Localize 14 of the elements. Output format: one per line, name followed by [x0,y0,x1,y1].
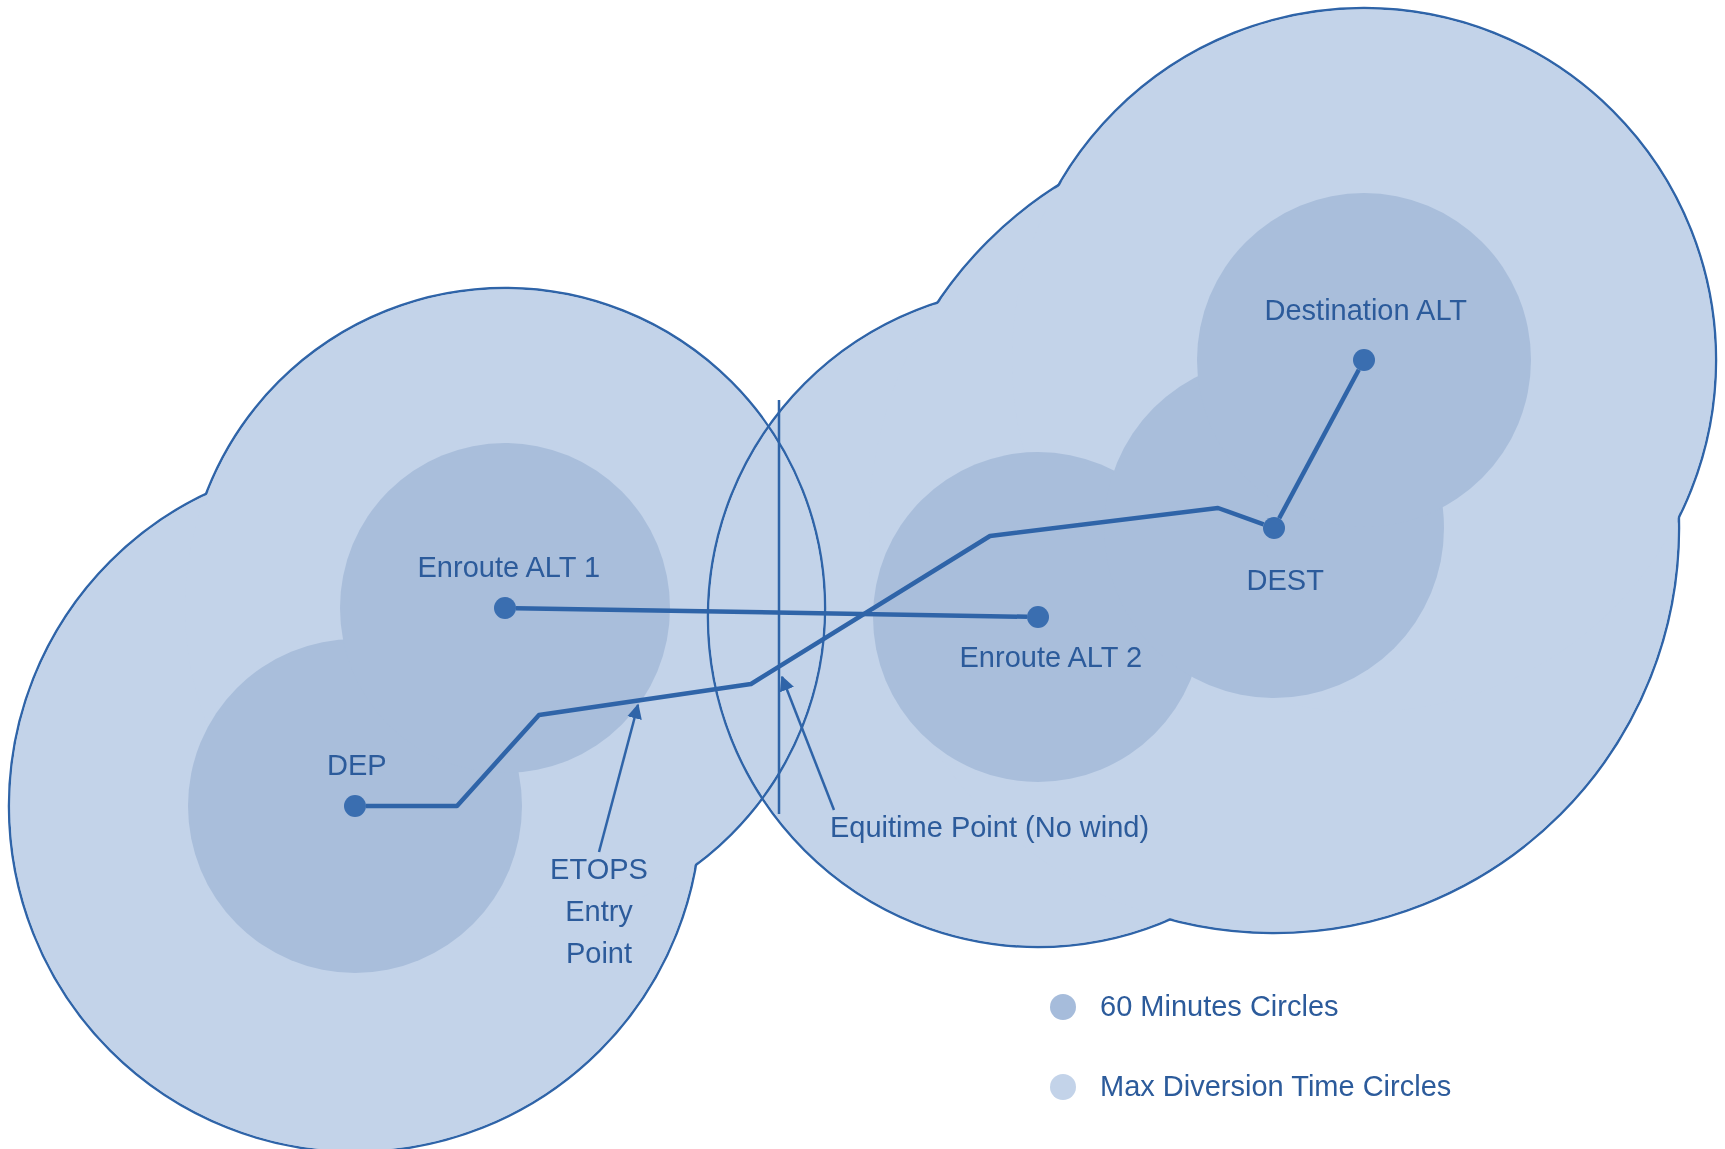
location-label: DEP [327,750,387,782]
legend-label: Max Diversion Time Circles [1100,1071,1452,1103]
callout-text: ETOPS Entry Point [549,852,649,972]
route-line [515,605,1028,620]
leader-arrow [779,675,836,811]
location-label: Enroute ALT 1 [417,552,601,584]
leader-arrow [597,703,642,853]
location-label: DEST [1246,565,1324,597]
legend-label: 60 Minutes Circles [1100,991,1339,1023]
location-label: Enroute ALT 2 [959,642,1143,674]
route-line [366,505,1265,809]
callout-text: Equitime Point (No wind) [830,810,1151,845]
route-line [1277,368,1361,520]
location-label: Destination ALT [1264,295,1468,327]
